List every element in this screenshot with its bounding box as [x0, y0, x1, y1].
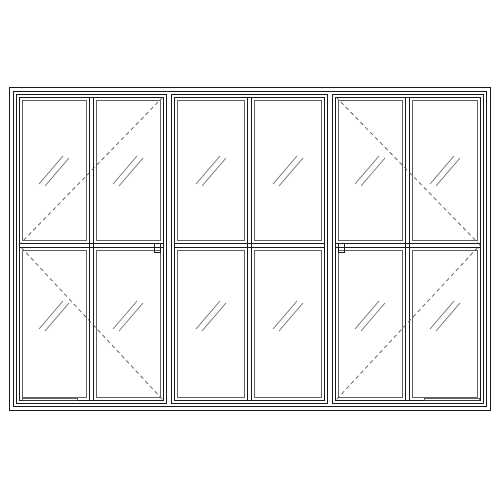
left-casement-unit	[16, 94, 167, 404]
glass-reflection-mark	[201, 157, 227, 187]
left-sash-handle	[154, 243, 161, 253]
left-sill-detail	[22, 398, 78, 401]
center-fixed-unit	[171, 94, 328, 404]
glass-reflections	[38, 155, 461, 332]
glass-reflection-mark	[195, 155, 221, 185]
glass-reflection-mark	[38, 300, 64, 330]
glass-reflection-mark	[278, 302, 304, 332]
glass-reflection-mark	[429, 155, 455, 185]
glass-reflection-mark	[354, 155, 380, 185]
right-casement-unit	[332, 94, 484, 404]
glass-reflection-mark	[360, 302, 386, 332]
glass-reflection-mark	[112, 155, 138, 185]
outer-frame	[9, 87, 491, 411]
glass-reflection-mark	[201, 302, 227, 332]
glass-reflection-mark	[44, 302, 70, 332]
glass-reflection-mark	[278, 157, 304, 187]
glass-reflection-mark	[435, 302, 461, 332]
left-swing-indicator	[18, 96, 164, 401]
glass-reflection-mark	[38, 155, 64, 185]
right-sill-detail	[424, 398, 480, 401]
glass-reflection-mark	[435, 157, 461, 187]
glass-reflection-mark	[429, 300, 455, 330]
glass-reflection-mark	[272, 300, 298, 330]
right-swing-indicator	[335, 96, 481, 401]
glass-reflection-mark	[272, 155, 298, 185]
glass-reflection-mark	[354, 300, 380, 330]
glass-reflection-mark	[360, 157, 386, 187]
glass-reflection-mark	[195, 300, 221, 330]
glass-reflection-mark	[118, 157, 144, 187]
glass-reflection-mark	[112, 300, 138, 330]
glass-reflection-mark	[44, 157, 70, 187]
glass-reflection-mark	[118, 302, 144, 332]
right-sash-handle	[338, 243, 345, 253]
